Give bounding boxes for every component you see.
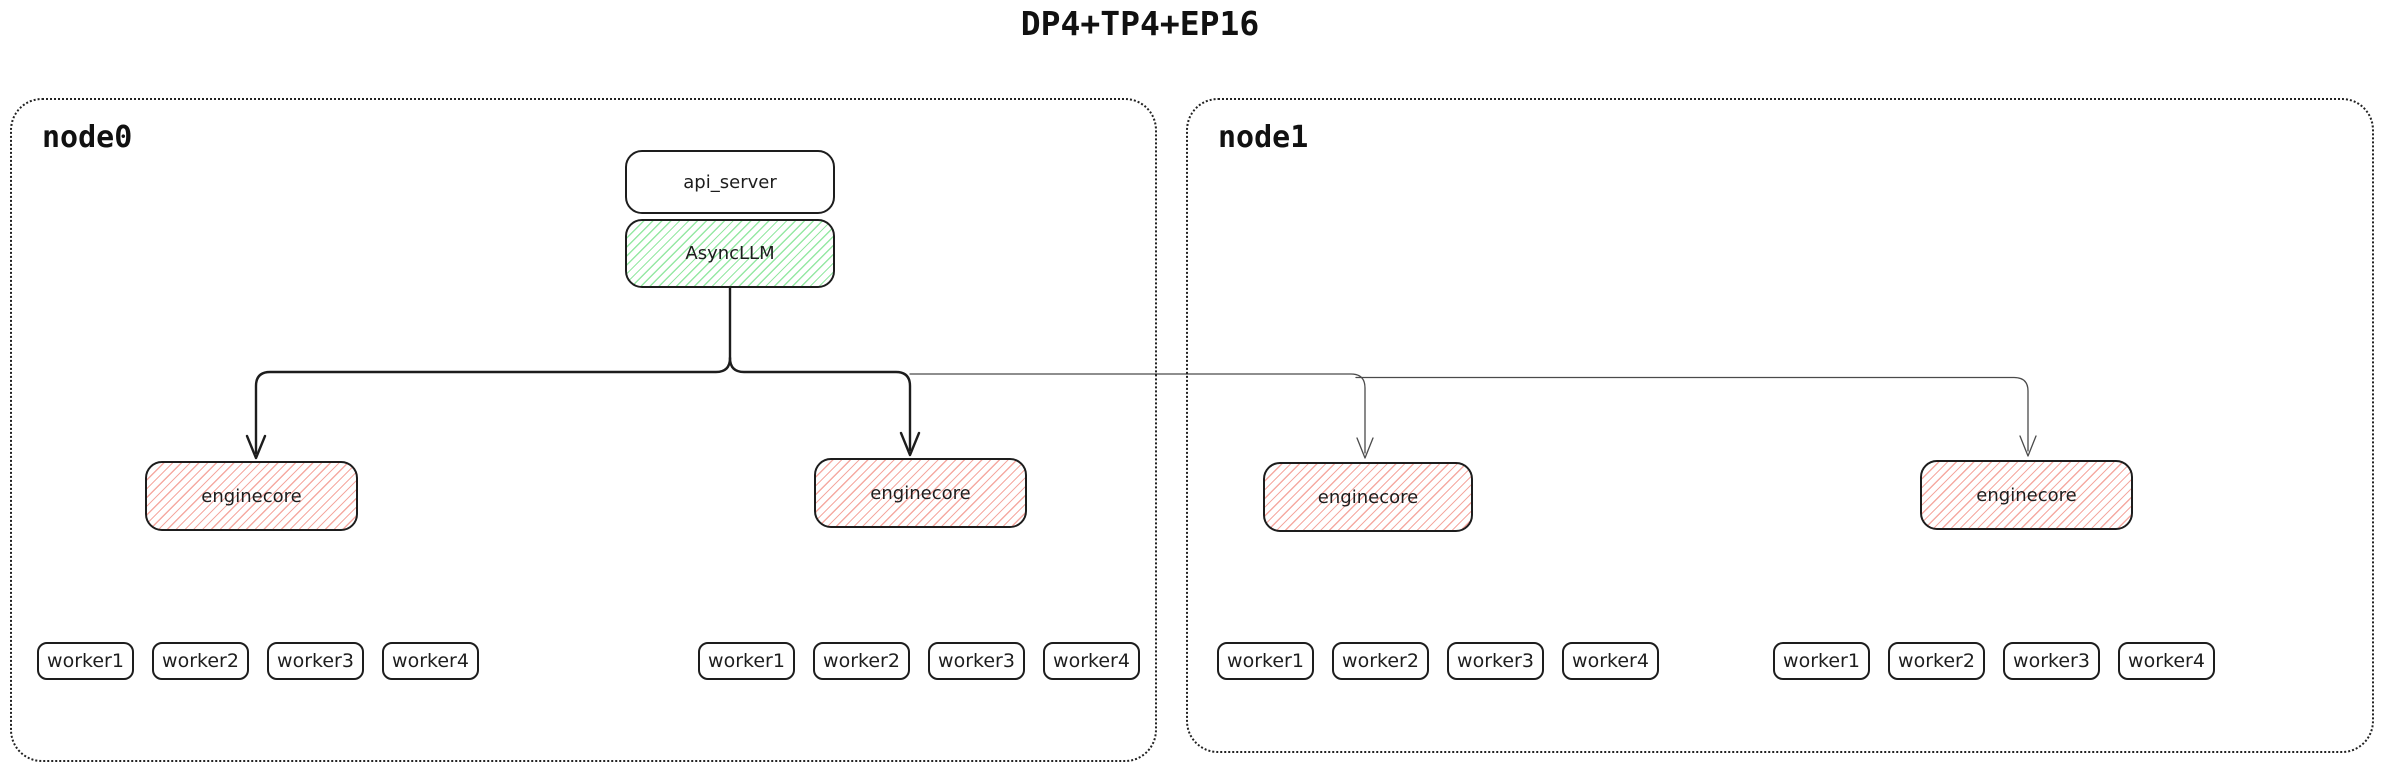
worker-group-node1-2: worker1 worker2 worker3 worker4	[1773, 642, 2215, 680]
worker-box: worker2	[152, 642, 249, 680]
worker-box: worker1	[698, 642, 795, 680]
worker-box: worker1	[37, 642, 134, 680]
async-llm-box: AsyncLLM	[625, 219, 835, 288]
worker-group-node0-2: worker1 worker2 worker3 worker4	[698, 642, 1140, 680]
worker-box: worker3	[2003, 642, 2100, 680]
worker-box: worker3	[267, 642, 364, 680]
worker-box: worker2	[1332, 642, 1429, 680]
worker-box: worker4	[2118, 642, 2215, 680]
enginecore-box-node0-1: enginecore	[145, 461, 358, 531]
node0-container: node0	[10, 98, 1157, 762]
worker-group-node0-1: worker1 worker2 worker3 worker4	[37, 642, 479, 680]
enginecore-box-node0-2: enginecore	[814, 458, 1027, 528]
node1-label: node1	[1218, 120, 1309, 155]
worker-box: worker1	[1773, 642, 1870, 680]
api-server-box: api_server	[625, 150, 835, 214]
worker-box: worker3	[928, 642, 1025, 680]
enginecore-box-node1-1: enginecore	[1263, 462, 1473, 532]
worker-box: worker3	[1447, 642, 1544, 680]
worker-box: worker4	[1043, 642, 1140, 680]
worker-box: worker2	[1888, 642, 1985, 680]
diagram-title: DP4+TP4+EP16	[1020, 4, 1260, 43]
worker-box: worker1	[1217, 642, 1314, 680]
enginecore-box-node1-2: enginecore	[1920, 460, 2133, 530]
worker-box: worker4	[1562, 642, 1659, 680]
worker-box: worker2	[813, 642, 910, 680]
node0-label: node0	[42, 120, 133, 155]
worker-box: worker4	[382, 642, 479, 680]
worker-group-node1-1: worker1 worker2 worker3 worker4	[1217, 642, 1659, 680]
node1-container: node1	[1186, 98, 2374, 753]
